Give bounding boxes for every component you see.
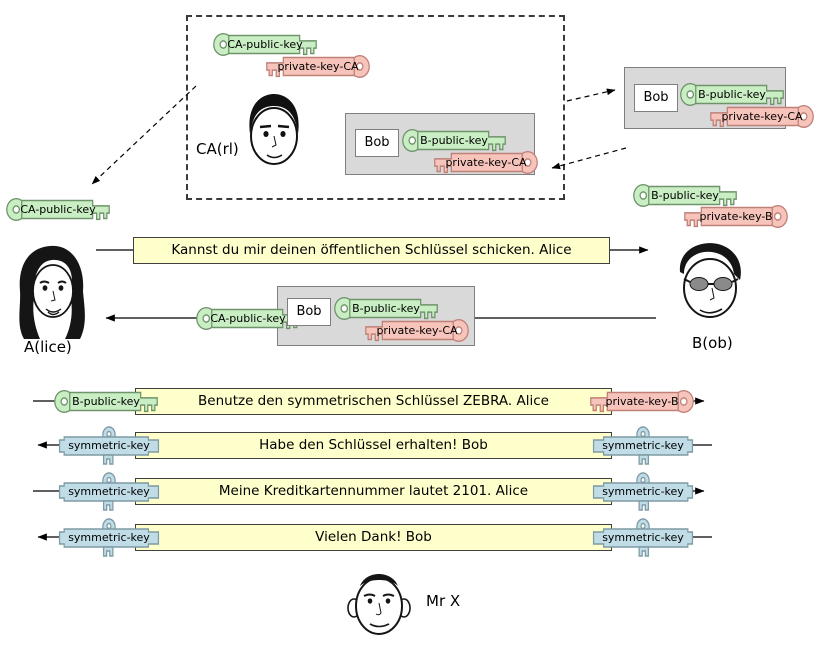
received-b-public-key: B-public-key	[680, 81, 784, 108]
row-4-right-key: symmetric-key	[592, 518, 694, 558]
owner-name-box: Bob	[634, 84, 678, 112]
key-label: private-key-B	[699, 210, 773, 223]
key-label: B-public-key	[352, 302, 420, 315]
owner-name-box: Bob	[287, 298, 331, 326]
reply-ca-public-key: CA-public-key	[196, 305, 300, 332]
key-label: symmetric-key	[68, 439, 150, 452]
mrx-actor-label: Mr X	[426, 592, 461, 610]
alice-actor-label: A(lice)	[24, 338, 72, 356]
forged-private-key-ca: private-key-CA	[434, 149, 538, 176]
forged-b-public-key: B-public-key	[402, 127, 506, 154]
bob-face-illustration	[666, 238, 750, 332]
alice-face-illustration	[10, 243, 92, 341]
message-text: Meine Kreditkartennummer lautet 2101. Al…	[218, 483, 529, 499]
key-label: private-key-CA	[376, 324, 458, 337]
key-label: symmetric-key	[68, 531, 150, 544]
key-label: symmetric-key	[602, 531, 684, 544]
key-label: B-public-key	[651, 189, 719, 202]
key-label: symmetric-key	[602, 485, 684, 498]
key-label: symmetric-key	[602, 439, 684, 452]
ca-public-key: CA-public-key	[213, 31, 317, 58]
row-1-right-key: private-key-B	[590, 388, 694, 415]
reply-b-public-key: B-public-key	[334, 295, 438, 322]
key-label: CA-public-key	[227, 38, 303, 51]
alice-ca-public-key: CA-public-key	[6, 196, 110, 223]
mrx-face-illustration	[342, 558, 416, 648]
received-private-key-ca: private-key-CA	[710, 103, 814, 130]
message-row-3: Meine Kreditkartennummer lautet 2101. Al…	[135, 478, 612, 505]
message-text: Kannst du mir deinen öffentlichen Schlüs…	[171, 242, 572, 258]
message-text: Habe den Schlüssel erhalten! Bob	[259, 437, 488, 453]
key-label: B-public-key	[72, 395, 140, 408]
message-text: Benutze den symmetrischen Schlüssel ZEBR…	[198, 393, 549, 409]
key-label: private-key-CA	[721, 110, 803, 123]
row-2-left-key: symmetric-key	[58, 426, 160, 466]
ca-dashed-box	[186, 15, 565, 200]
ca-face-illustration	[240, 90, 308, 174]
row-1-left-key: B-public-key	[54, 388, 158, 415]
row-2-right-key: symmetric-key	[592, 426, 694, 466]
row-3-right-key: symmetric-key	[592, 472, 694, 512]
key-label: private-key-CA	[277, 60, 359, 73]
bob-private-key-b: private-key-B	[684, 203, 788, 230]
row-3-left-key: symmetric-key	[58, 472, 160, 512]
bob-actor-label: B(ob)	[692, 334, 733, 352]
row-4-left-key: symmetric-key	[58, 518, 160, 558]
ca-key-distribution-dashed-arrow	[91, 85, 197, 185]
owner-name-box: Bob	[355, 129, 399, 157]
message-request: Kannst du mir deinen öffentlichen Schlüs…	[133, 237, 610, 264]
message-row-1: Benutze den symmetrischen Schlüssel ZEBR…	[135, 388, 612, 415]
forged-card-out-dashed-arrow	[566, 88, 616, 102]
key-label: B-public-key	[420, 134, 488, 147]
key-label: private-key-B	[605, 395, 679, 408]
message-text: Vielen Dank! Bob	[315, 529, 432, 545]
forged-card-in-dashed-arrow	[551, 147, 627, 170]
message-row-2: Habe den Schlüssel erhalten! Bob	[135, 432, 612, 459]
message-row-4: Vielen Dank! Bob	[135, 524, 612, 551]
bob-b-public-key: B-public-key	[633, 182, 737, 209]
ca-private-key: private-key-CA	[266, 53, 370, 80]
key-label: symmetric-key	[68, 485, 150, 498]
key-label: private-key-CA	[445, 156, 527, 169]
key-label: B-public-key	[698, 88, 766, 101]
reply-private-key-ca: private-key-CA	[365, 317, 469, 344]
ca-actor-label: CA(rl)	[196, 140, 239, 158]
key-label: CA-public-key	[210, 312, 286, 325]
key-label: CA-public-key	[20, 203, 96, 216]
